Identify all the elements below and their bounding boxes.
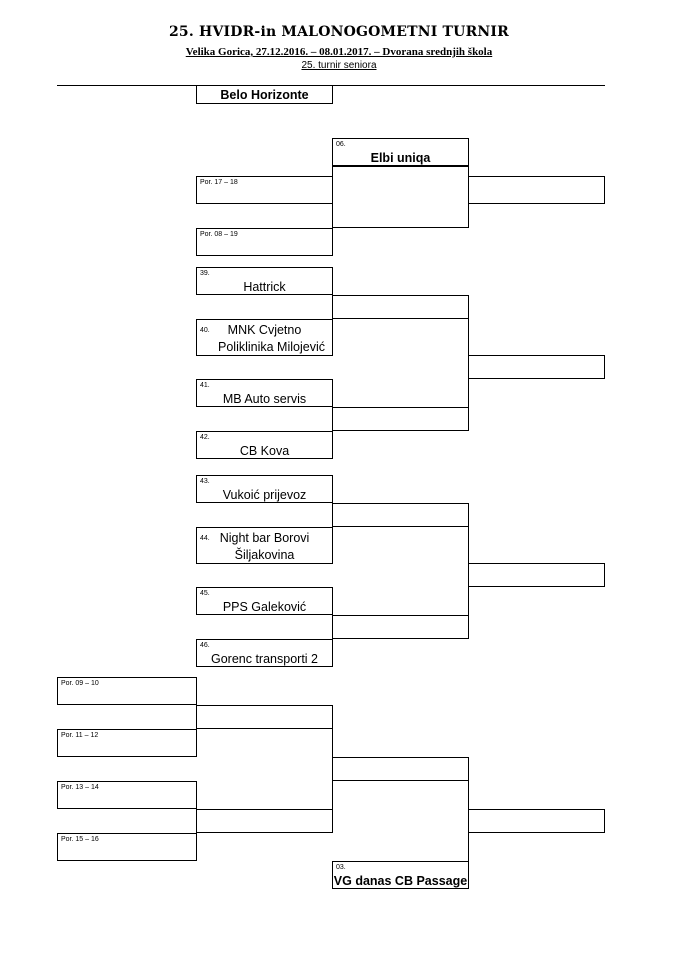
slot-46: 46. Gorenc transporti 2 xyxy=(196,639,333,667)
slot-39: 39. Hattrick xyxy=(196,267,333,295)
tournament-location-dates: Velika Gorica, 27.12.2016. – 08.01.2017.… xyxy=(185,46,493,58)
team-name: CB Kova xyxy=(239,444,290,458)
match-r3-2 xyxy=(468,355,605,379)
match-r2-3 xyxy=(332,407,469,431)
slot-por-13-14: Por. 13 – 14 xyxy=(57,781,197,809)
slot-label: 06. xyxy=(336,141,346,148)
slot-label: Por. 15 – 16 xyxy=(61,836,99,843)
slot-label: 03. xyxy=(336,864,346,871)
team-name-line2: Poliklinika Milojević xyxy=(218,340,325,354)
slot-por-11-12: Por. 11 – 12 xyxy=(57,729,197,757)
team-name-line1: Night bar Borovi xyxy=(219,531,310,545)
slot-label: 42. xyxy=(200,434,210,441)
team-name: VG danas CB Passage xyxy=(333,874,468,888)
slot-45: 45. PPS Galeković xyxy=(196,587,333,615)
slot-label: 41. xyxy=(200,382,210,389)
slot-label: Por. 09 – 10 xyxy=(61,680,99,687)
slot-por-15-16: Por. 15 – 16 xyxy=(57,833,197,861)
slot-por-08-19: Por. 08 – 19 xyxy=(196,228,333,256)
team-name: Hattrick xyxy=(243,280,286,294)
match-r2-4 xyxy=(332,503,469,527)
match-lower-2 xyxy=(196,809,333,833)
team-name: Belo Horizonte xyxy=(220,88,309,102)
match-r2-2 xyxy=(332,295,469,319)
match-lower-1 xyxy=(196,705,333,729)
slot-label: Por. 11 – 12 xyxy=(61,732,99,739)
match-r3-1 xyxy=(468,176,605,204)
slot-43: 43. Vukoić prijevoz xyxy=(196,475,333,503)
slot-belo-horizonte: Belo Horizonte xyxy=(196,85,333,104)
slot-label: 46. xyxy=(200,642,210,649)
match-r2-5 xyxy=(332,615,469,639)
team-name: Vukoić prijevoz xyxy=(222,488,307,502)
match-r3-3 xyxy=(468,563,605,587)
match-lower-3 xyxy=(332,757,469,781)
team-name: Gorenc transporti 2 xyxy=(211,652,318,666)
team-name-line2: Šiljakovina xyxy=(234,548,295,562)
team-name: Elbi uniqa xyxy=(370,151,431,165)
slot-44: 44. Night bar Borovi Šiljakovina xyxy=(196,527,333,564)
team-name-line1: MNK Cvjetno xyxy=(227,323,302,337)
slot-por-17-18: Por. 17 – 18 xyxy=(196,176,333,204)
slot-por-09-10: Por. 09 – 10 xyxy=(57,677,197,705)
slot-label: 39. xyxy=(200,270,210,277)
slot-40: 40. MNK Cvjetno Poliklinika Milojević xyxy=(196,319,333,356)
tournament-title: 25. HVIDR-in MALONOGOMETNI TURNIR xyxy=(168,24,510,40)
slot-42: 42. CB Kova xyxy=(196,431,333,459)
slot-seed-03: 03. VG danas CB Passage xyxy=(332,861,469,889)
slot-label: Por. 08 – 19 xyxy=(200,231,238,238)
match-r2-1 xyxy=(332,166,469,228)
slot-label: 44. xyxy=(200,535,210,542)
tournament-edition: 25. turnir seniora xyxy=(301,60,377,71)
slot-seed-06: 06. Elbi uniqa xyxy=(332,138,469,166)
slot-label: Por. 17 – 18 xyxy=(200,179,238,186)
team-name: MB Auto servis xyxy=(222,392,307,406)
slot-label: Por. 13 – 14 xyxy=(61,784,99,791)
team-name: PPS Galeković xyxy=(222,600,307,614)
match-lower-4 xyxy=(468,809,605,833)
slot-41: 41. MB Auto servis xyxy=(196,379,333,407)
slot-label: 40. xyxy=(200,327,210,334)
slot-label: 43. xyxy=(200,478,210,485)
slot-label: 45. xyxy=(200,590,210,597)
